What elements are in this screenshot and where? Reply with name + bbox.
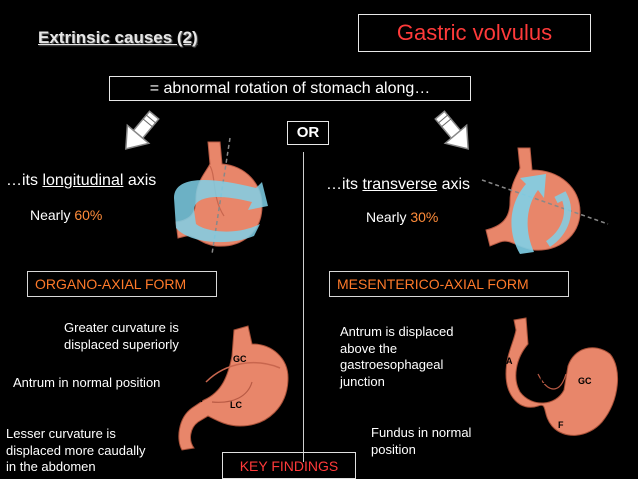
lc-label: LC <box>230 400 242 410</box>
right-axis-text: …its transverse axis <box>326 176 471 193</box>
organo-axial-form-label: ORGANO-AXIAL FORM <box>27 271 217 297</box>
down-left-arrow-icon <box>125 110 160 150</box>
section-label: Extrinsic causes (2) <box>38 28 198 47</box>
mesenterico-axial-form-label: MESENTERICO-AXIAL FORM <box>329 271 569 297</box>
column-divider <box>303 152 304 462</box>
definition-box: = abnormal rotation of stomach along… <box>109 76 471 101</box>
mesenterico-axial-stomach-illustration <box>481 147 609 254</box>
key-findings-label: KEY FINDINGS <box>222 452 356 479</box>
finding-antrum-normal: Antrum in normal position <box>13 375 161 390</box>
or-box: OR <box>287 121 329 145</box>
lc-label: LC <box>540 376 552 386</box>
left-percentage: Nearly 60% <box>30 207 103 223</box>
right-percentage: Nearly 30% <box>366 209 439 225</box>
left-axis-text: …its longitudinal axis <box>6 172 157 189</box>
organo-axial-stomach-illustration <box>174 137 268 255</box>
mesenterico-axial-anatomy-image: A LC GC F <box>505 317 619 436</box>
antrum-label: A <box>506 356 513 366</box>
fundus-label: F <box>558 420 564 430</box>
antrum-label: A <box>196 394 203 404</box>
down-right-arrow-icon <box>434 110 469 150</box>
gc-label: GC <box>578 376 592 386</box>
page-title: Gastric volvulus <box>358 14 591 52</box>
gc-label: GC <box>233 354 247 364</box>
organo-axial-anatomy-image: GC LC A <box>178 325 289 451</box>
